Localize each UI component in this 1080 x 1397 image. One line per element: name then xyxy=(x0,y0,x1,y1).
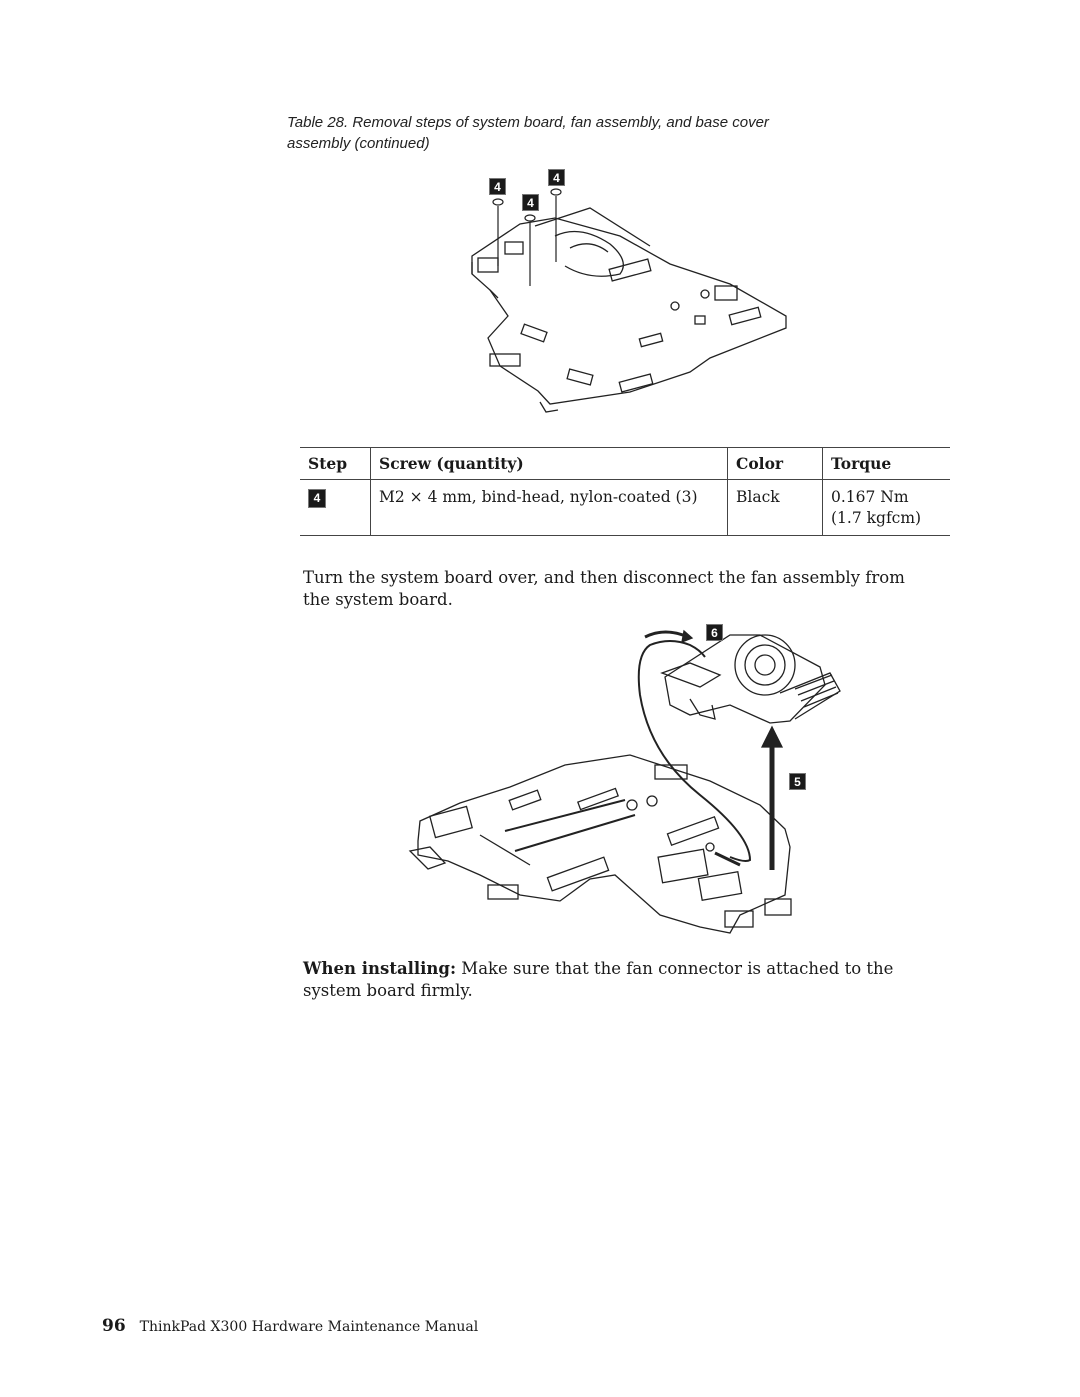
fan-assembly-illustration xyxy=(408,629,841,934)
header-step: Step xyxy=(300,447,371,480)
instruction-paragraph: Turn the system board over, and then dis… xyxy=(303,568,905,609)
fan-assembly-figure: 6 5 xyxy=(400,615,860,950)
installing-note: When installing: Make sure that the fan … xyxy=(303,958,923,1002)
step-4-badge: 4 xyxy=(489,178,506,195)
page-footer: 96 ThinkPad X300 Hardware Maintenance Man… xyxy=(102,1316,478,1336)
torque-cell: 0.167 Nm (1.7 kgfcm) xyxy=(822,479,950,536)
color-cell: Black xyxy=(727,479,823,536)
header-screw: Screw (quantity) xyxy=(370,447,728,480)
torque-value: 0.167 Nm xyxy=(831,488,909,506)
table-row: 4 M2 × 4 mm, bind-head, nylon-coated (3)… xyxy=(300,479,950,536)
step-5-badge: 5 xyxy=(789,773,806,790)
header-torque: Torque xyxy=(822,447,950,480)
step-4-badge: 4 xyxy=(522,194,539,211)
system-board-screws-figure: 4 4 4 xyxy=(460,166,800,416)
manual-title: ThinkPad X300 Hardware Maintenance Manua… xyxy=(139,1319,479,1335)
step-4-badge: 4 xyxy=(548,169,565,186)
table-header-row: Step Screw (quantity) Color Torque xyxy=(300,447,950,480)
system-board-illustration xyxy=(471,188,787,413)
torque-value-alt: (1.7 kgfcm) xyxy=(831,509,922,527)
step-cell: 4 xyxy=(300,479,371,536)
screw-table: Step Screw (quantity) Color Torque 4 M2 … xyxy=(300,447,950,536)
page-number: 96 xyxy=(102,1316,126,1336)
step-badge: 4 xyxy=(308,489,326,508)
header-color: Color xyxy=(727,447,823,480)
screw-cell: M2 × 4 mm, bind-head, nylon-coated (3) xyxy=(370,479,728,536)
table-caption: Table 28. Removal steps of system board,… xyxy=(287,114,769,152)
installing-note-text: Make sure that the fan connector is atta… xyxy=(303,959,894,1000)
step-6-badge: 6 xyxy=(706,624,723,641)
installing-note-label: When installing: xyxy=(303,959,457,978)
